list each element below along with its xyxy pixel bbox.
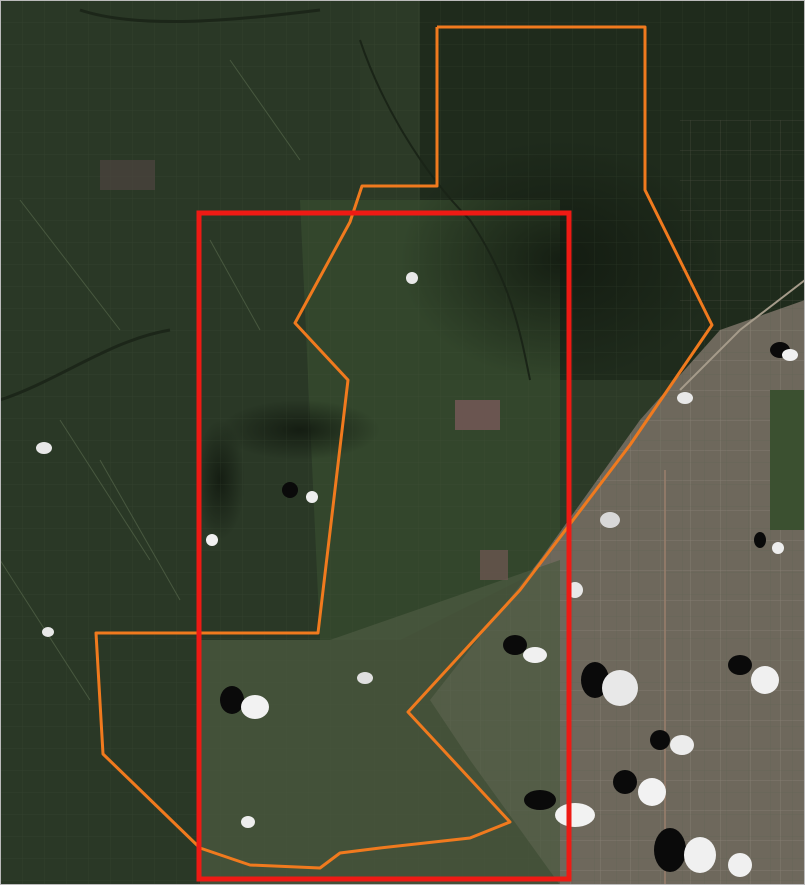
canal [359, 39, 531, 381]
road [679, 279, 805, 391]
red-box-outline [196, 210, 572, 882]
plantation-grid-right [680, 120, 805, 340]
canal [79, 8, 321, 24]
canal [0, 328, 171, 402]
orange-polygon-outline [94, 25, 714, 870]
clouds [36, 272, 798, 877]
parcel [100, 160, 155, 190]
parcel [480, 550, 508, 580]
parcel [455, 400, 500, 430]
parcel [770, 390, 805, 530]
